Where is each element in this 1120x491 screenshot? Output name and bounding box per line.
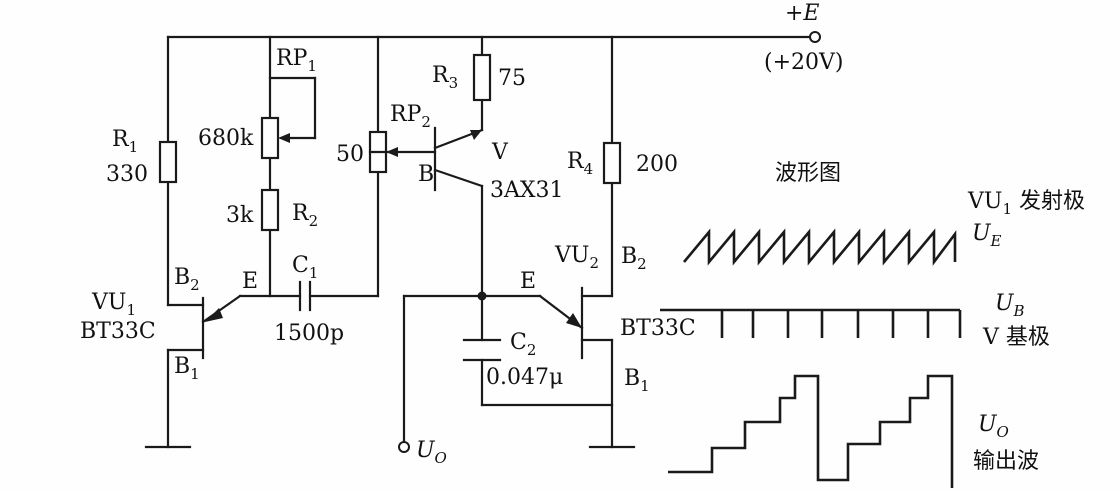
c1-value: 1500p [274, 321, 344, 346]
r2-value: 3k [226, 203, 254, 228]
vu2-emitter-label: E [520, 269, 536, 294]
wires [166, 35, 817, 449]
rp2-value: 50 [336, 142, 364, 167]
resistor-r4 [602, 141, 622, 185]
base-node-label: V 基极 [982, 325, 1050, 350]
sawtooth-waveform [683, 228, 957, 266]
rp2-wiper-arrow [386, 147, 398, 157]
pulse-ticks [720, 310, 962, 338]
emitter-node-label: VU1 发射极 [967, 189, 1085, 218]
r1-value: 330 [106, 162, 148, 187]
rp1-wiper-arrow [278, 133, 290, 143]
r4-name: R4 [567, 149, 593, 178]
output-wave-desc: 输出波 [973, 449, 1039, 474]
transistor-v-name: V [491, 140, 509, 165]
vu1-name: VU1 [91, 290, 136, 319]
potentiometer-rp1 [260, 116, 280, 160]
base-signal-label: UB [995, 291, 1025, 320]
rp2-name: RP2 [390, 102, 431, 131]
r2-name: R2 [292, 201, 318, 230]
rp1-value: 680k [198, 126, 254, 151]
supply-terminal[interactable] [809, 31, 821, 43]
output-label: UO [416, 438, 447, 467]
output-terminal[interactable] [398, 441, 410, 453]
resistor-r3 [472, 53, 492, 102]
output-wave-signal-label: UO [978, 412, 1009, 441]
supply-label: +E [785, 1, 820, 26]
staircase-waveform [668, 374, 954, 488]
transistor-v [433, 126, 484, 192]
supply-voltage: (+20V) [764, 50, 843, 75]
c1-name: C1 [292, 253, 318, 282]
vu1-b1-label: B1 [174, 354, 200, 383]
c2-name: C2 [510, 330, 536, 359]
c2-value: 0.047μ [486, 365, 563, 390]
transistor-v-model: 3AX31 [490, 178, 564, 203]
r3-name: R3 [432, 63, 458, 92]
rp1-name: RP1 [276, 46, 317, 75]
waveform-title: 波形图 [775, 161, 841, 186]
r4-value: 200 [636, 152, 678, 177]
vu1-b2-label: B2 [174, 265, 200, 294]
ujt-vu2 [538, 286, 584, 360]
r1-name: R1 [112, 127, 138, 156]
resistor-r2 [260, 188, 280, 232]
resistor-r1 [158, 140, 178, 184]
emitter-signal-label: UE [972, 221, 1002, 250]
vu2-name: VU2 [554, 243, 599, 272]
vu2-b1-label: B1 [624, 366, 650, 395]
junction-dot [477, 291, 487, 301]
r3-value: 75 [498, 66, 526, 91]
vu1-emitter-label: E [242, 269, 258, 294]
vu1-model: BT33C [80, 319, 156, 344]
vu2-model: BT33C [620, 316, 696, 341]
vu2-b2-label: B2 [621, 244, 647, 273]
ujt-vu1 [201, 294, 242, 360]
transistor-v-base-label: B [418, 162, 434, 187]
